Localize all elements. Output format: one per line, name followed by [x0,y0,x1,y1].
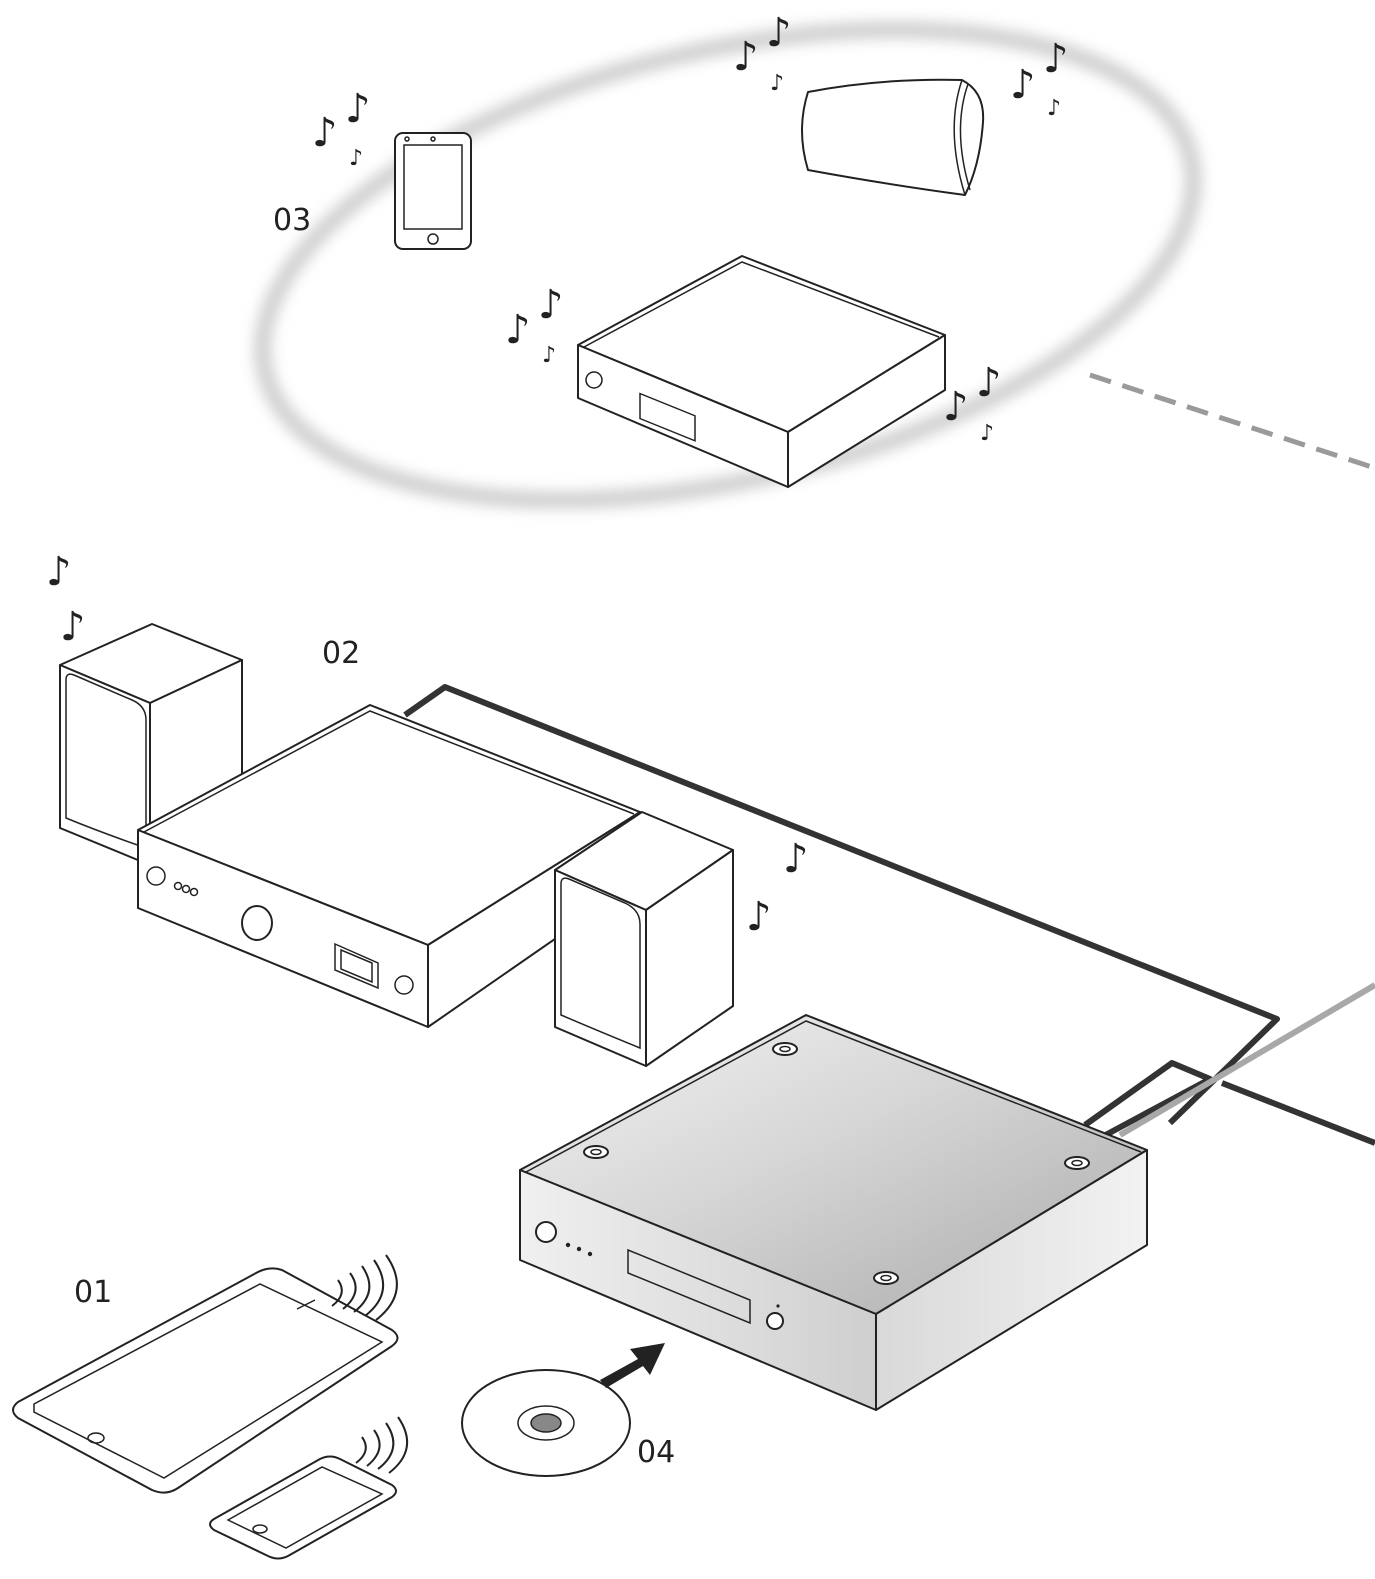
music-note-icon: ♪ [345,86,371,132]
music-note-icon: ♪ [733,34,759,80]
music-note-icon: ♪ [746,894,772,940]
dashed-network-link [1089,372,1375,471]
music-note-icon: ♪ [538,282,564,328]
music-notes: ♪ ♪ ♪ ♪ ♪ ♪ ♪ ♪ ♪ ♪ ♪ ♪ ♪ ♪ ♪ ♪ ♪ ♪ ♪ [46,10,1069,940]
music-note-icon: ♪ [542,343,556,368]
wifi-signal-icon [355,1416,409,1474]
music-note-icon: ♪ [976,360,1002,406]
music-note-icon: ♪ [505,307,531,353]
label-03: 03 [273,203,311,238]
wifi-signal-icon [331,1254,398,1321]
music-note-icon: ♪ [349,146,363,171]
tablet-icon [12,1267,399,1494]
ethernet-cable-light [1118,982,1375,1138]
music-note-icon: ♪ [770,71,784,96]
wireless-speaker-icon [801,78,985,196]
network-player-icon [577,255,946,488]
music-note-icon: ♪ [1010,62,1036,108]
bookshelf-speaker-icon [554,811,734,1067]
disc-group [461,1343,665,1477]
tablet-phone-group [12,1254,409,1560]
smartphone-icon [209,1455,397,1560]
music-note-icon: ♪ [980,421,994,446]
insert-arrow-icon [600,1343,665,1388]
music-note-icon: ♪ [60,604,86,650]
music-note-icon: ♪ [46,549,72,595]
music-note-icon: ♪ [943,384,969,430]
label-02: 02 [322,636,360,671]
music-note-icon: ♪ [783,836,809,882]
music-note-icon: ♪ [312,110,338,156]
cd-disc-icon [461,1369,631,1477]
music-note-icon: ♪ [766,10,792,56]
network-cable [1083,1060,1213,1141]
cd-player-icon [519,1014,1148,1411]
cables [403,684,1375,1146]
amplifier-speakers-group [59,623,734,1067]
music-note-icon: ♪ [1047,96,1061,121]
label-04: 04 [637,1435,675,1470]
label-01: 01 [74,1275,112,1310]
music-note-icon: ♪ [1043,36,1069,82]
multiroom-group [254,21,1375,509]
smartphone-icon [394,132,472,250]
ethernet-cable-dark [1220,1080,1375,1146]
